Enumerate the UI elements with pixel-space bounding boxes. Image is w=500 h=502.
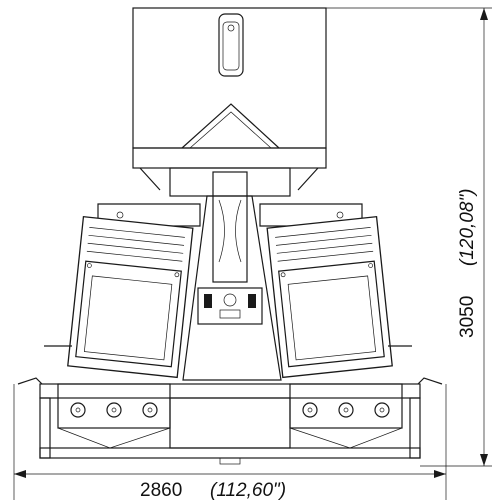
height-value: 3050 xyxy=(457,296,478,338)
hopper xyxy=(132,7,327,197)
base-frame xyxy=(17,377,443,465)
width-dimension xyxy=(13,384,447,500)
height-imperial: (120,08") xyxy=(457,188,478,266)
width-value: 2860 xyxy=(140,480,182,501)
right-unit xyxy=(266,215,393,379)
central-column xyxy=(182,171,282,381)
width-imperial: (112,60") xyxy=(210,480,286,501)
left-unit xyxy=(67,215,194,379)
height-dimension xyxy=(326,7,492,467)
